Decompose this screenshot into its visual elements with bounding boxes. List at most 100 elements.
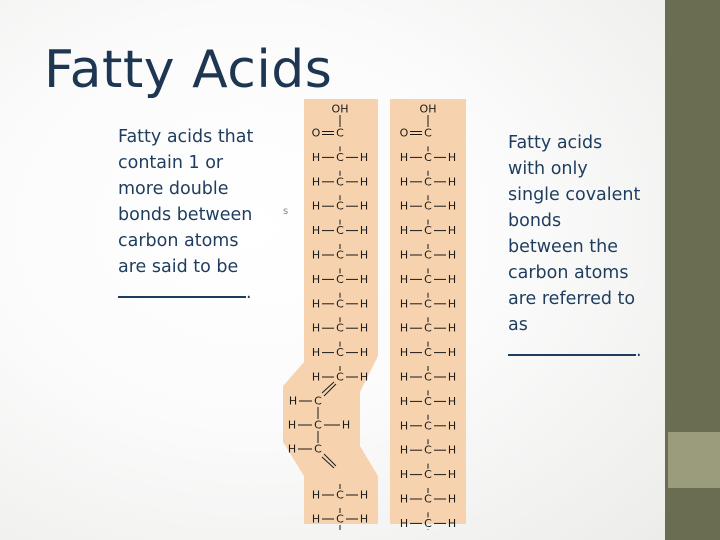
carbon-atom: C: [314, 395, 322, 408]
hydrogen-atom: H: [400, 200, 408, 213]
hydrogen-atom: H: [360, 151, 368, 164]
text-line: Fatty acids that: [118, 127, 254, 147]
hydrogen-atom: H: [312, 200, 320, 213]
hydrogen-atom: H: [400, 151, 408, 164]
carbon-atom: C: [424, 200, 432, 213]
carbon-atom: C: [336, 175, 344, 188]
hydrogen-atom: H: [400, 517, 408, 530]
hydrogen-atom: H: [312, 346, 320, 359]
hydrogen-atom: H: [448, 322, 456, 335]
slide-title: Fatty Acids: [44, 40, 333, 100]
double-bond: [321, 381, 335, 394]
hydrogen-atom: H: [448, 175, 456, 188]
hydrogen-atom: H: [448, 444, 456, 457]
hydrogen-atom: H: [400, 493, 408, 506]
hydrogen-atom: H: [400, 419, 408, 432]
carbon-atom: C: [424, 493, 432, 506]
hydrogen-atom: H: [400, 297, 408, 310]
carbon-atom: C: [336, 273, 344, 286]
carbon-atom: C: [336, 489, 344, 502]
carbon-atom: C: [424, 346, 432, 359]
carbon-atom: C: [424, 127, 432, 140]
structure-panel: [390, 99, 466, 524]
hydrogen-atom: H: [312, 151, 320, 164]
text-line: single covalent: [508, 185, 641, 205]
hydrogen-atom: H: [448, 517, 456, 530]
carbon-atom: C: [424, 273, 432, 286]
hydrogen-atom: H: [448, 493, 456, 506]
hydrogen-atom: H: [312, 489, 320, 502]
hydrogen-atom: H: [400, 224, 408, 237]
text-line: bonds between: [118, 205, 253, 225]
carbon-atom: C: [424, 444, 432, 457]
stray-mark: s: [283, 206, 289, 217]
hydrogen-atom: H: [360, 273, 368, 286]
structure-panel: [283, 99, 378, 524]
hydrogen-atom: H: [360, 346, 368, 359]
hydrogen-atom: H: [448, 273, 456, 286]
carbon-atom: C: [336, 371, 344, 384]
hydrogen-atom: H: [288, 443, 296, 456]
hydrogen-atom: H: [312, 513, 320, 526]
hydrogen-atom: H: [400, 346, 408, 359]
hydrogen-atom: H: [312, 273, 320, 286]
hydrogen-atom: H: [400, 444, 408, 457]
carbon-atom: C: [424, 175, 432, 188]
carbon-atom: C: [424, 224, 432, 237]
carbon-atom: C: [424, 249, 432, 262]
double-bond: [321, 456, 335, 469]
hydrogen-atom: H: [448, 200, 456, 213]
carbon-atom: C: [336, 151, 344, 164]
oxygen-atom: O: [400, 127, 409, 140]
text-line: more double: [118, 179, 229, 199]
carbon-atom: C: [336, 224, 344, 237]
hydrogen-atom: H: [400, 175, 408, 188]
hydrogen-atom: H: [288, 419, 296, 432]
hydrogen-atom: H: [289, 395, 297, 408]
text-line: are said to be: [118, 257, 239, 277]
hydroxyl-group: OH: [332, 103, 349, 116]
hydrogen-atom: H: [360, 513, 368, 526]
text-line: carbon atoms: [118, 231, 239, 251]
double-bond: [323, 383, 337, 397]
carbon-atom: C: [314, 443, 322, 456]
hydrogen-atom: H: [342, 419, 350, 432]
carbon-atom: C: [336, 513, 344, 526]
hydrogen-atom: H: [448, 395, 456, 408]
answer-blank: [118, 282, 246, 298]
hydrogen-atom: H: [448, 249, 456, 262]
carbon-atom: C: [424, 395, 432, 408]
unsaturated-description: Fatty acids that contain 1 or more doubl…: [118, 124, 288, 306]
hydrogen-atom: H: [448, 297, 456, 310]
answer-blank: [508, 340, 636, 356]
carbon-atom: C: [336, 249, 344, 262]
carbon-atom: C: [424, 517, 432, 530]
hydrogen-atom: H: [360, 489, 368, 502]
text-line: carbon atoms: [508, 263, 629, 283]
fill-in-line: .: [118, 280, 288, 306]
text-line: as: [508, 315, 528, 335]
carbon-atom: C: [336, 200, 344, 213]
hydrogen-atom: H: [400, 273, 408, 286]
hydrogen-atom: H: [360, 322, 368, 335]
hydrogen-atom: H: [360, 224, 368, 237]
hydrogen-atom: H: [448, 419, 456, 432]
hydrogen-atom: H: [448, 468, 456, 481]
text-line: bonds: [508, 211, 562, 231]
carbon-atom: C: [336, 127, 344, 140]
carbon-atom: C: [424, 419, 432, 432]
hydrogen-atom: H: [400, 249, 408, 262]
hydrogen-atom: H: [360, 175, 368, 188]
blank-period: .: [246, 283, 252, 303]
hydrogen-atom: H: [312, 371, 320, 384]
hydrogen-atom: H: [448, 151, 456, 164]
hydrogen-atom: H: [360, 297, 368, 310]
hydroxyl-group: OH: [420, 103, 437, 116]
carbon-atom: C: [424, 371, 432, 384]
hydrogen-atom: H: [312, 224, 320, 237]
text-line: Fatty acids: [508, 133, 603, 153]
carbon-atom: C: [424, 297, 432, 310]
